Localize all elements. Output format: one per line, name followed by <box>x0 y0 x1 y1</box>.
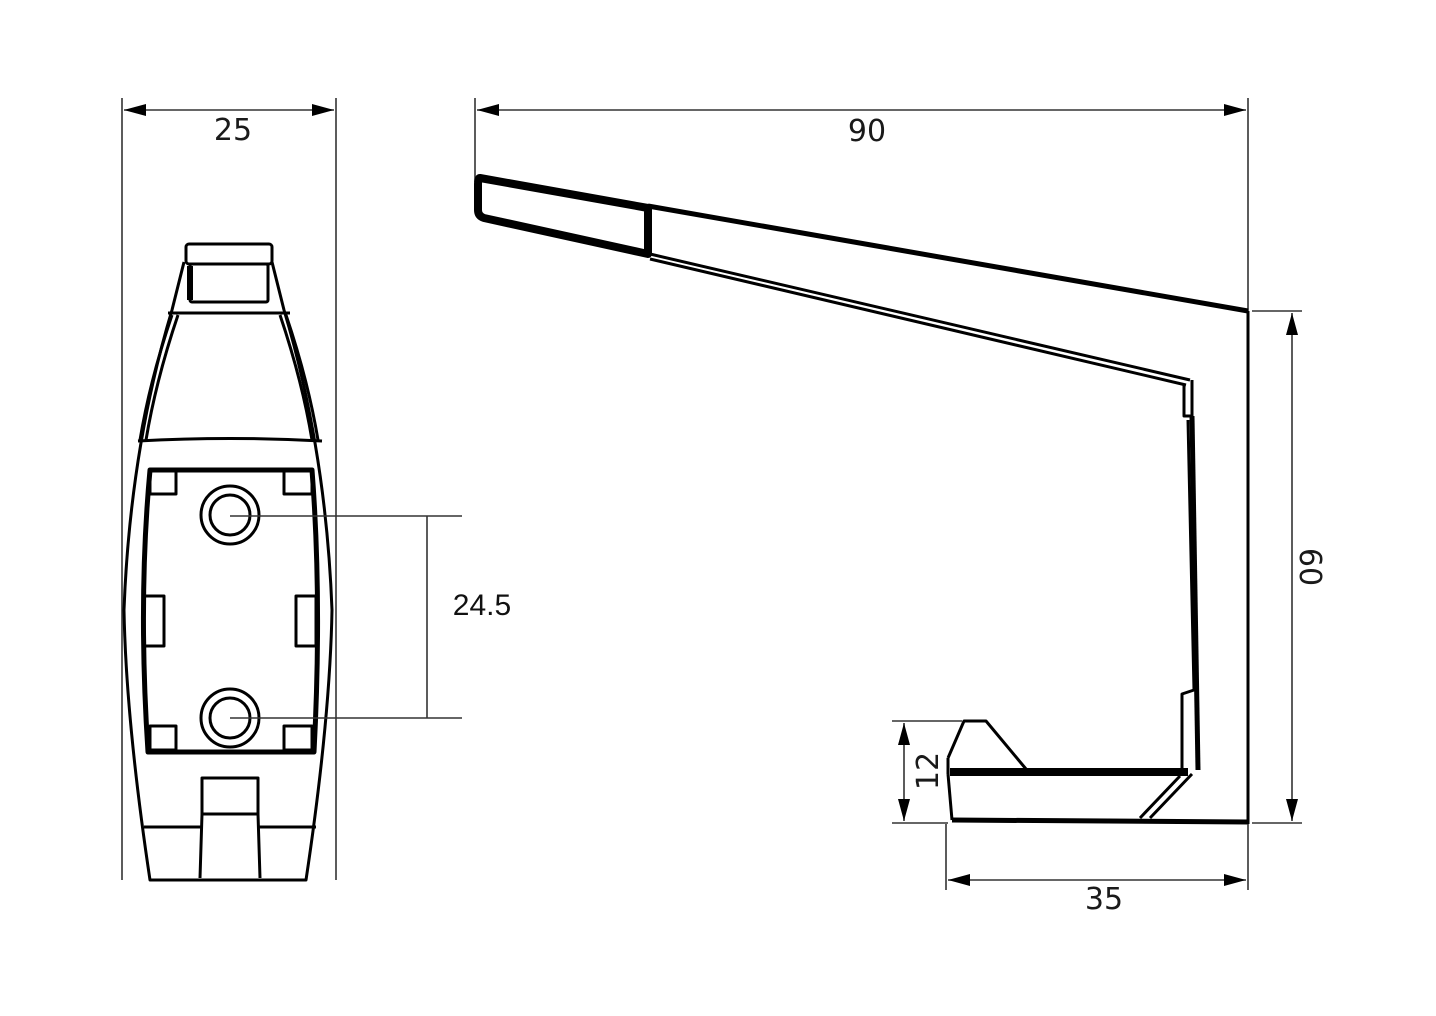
sloped-arm <box>647 203 1249 387</box>
dimension-base-depth: 35 <box>945 824 1249 917</box>
side-clip-right <box>294 594 318 648</box>
vertical-back <box>1180 311 1250 824</box>
dimension-hole-spacing: 24.5 <box>230 515 511 719</box>
dimension-height: 60 <box>1252 310 1327 824</box>
front-body-outline <box>122 261 334 882</box>
dimension-width: 25 <box>121 98 337 880</box>
dimension-lip-height: 12 <box>892 720 962 824</box>
mounting-plate <box>140 467 321 755</box>
front-view: 25 <box>121 98 511 882</box>
base-tray <box>946 768 1249 825</box>
mounting-hole-top <box>199 484 261 546</box>
dimension-hole-spacing-label: 24.5 <box>453 589 511 622</box>
side-clip-left <box>142 594 166 648</box>
dimension-length-label: 90 <box>848 114 886 149</box>
dimension-height-label: 60 <box>1292 548 1327 586</box>
side-view: 90 <box>474 98 1327 917</box>
dimension-length: 90 <box>474 98 1249 312</box>
dimension-width-label: 25 <box>214 113 252 148</box>
dimension-lip-height-label: 12 <box>911 752 946 790</box>
bottom-tab <box>144 776 316 879</box>
top-tab <box>184 242 274 304</box>
dimension-base-depth-label: 35 <box>1085 882 1123 917</box>
front-lip <box>946 719 1028 774</box>
arm-tip-pad <box>474 174 652 258</box>
tapered-upper-face <box>137 311 323 443</box>
